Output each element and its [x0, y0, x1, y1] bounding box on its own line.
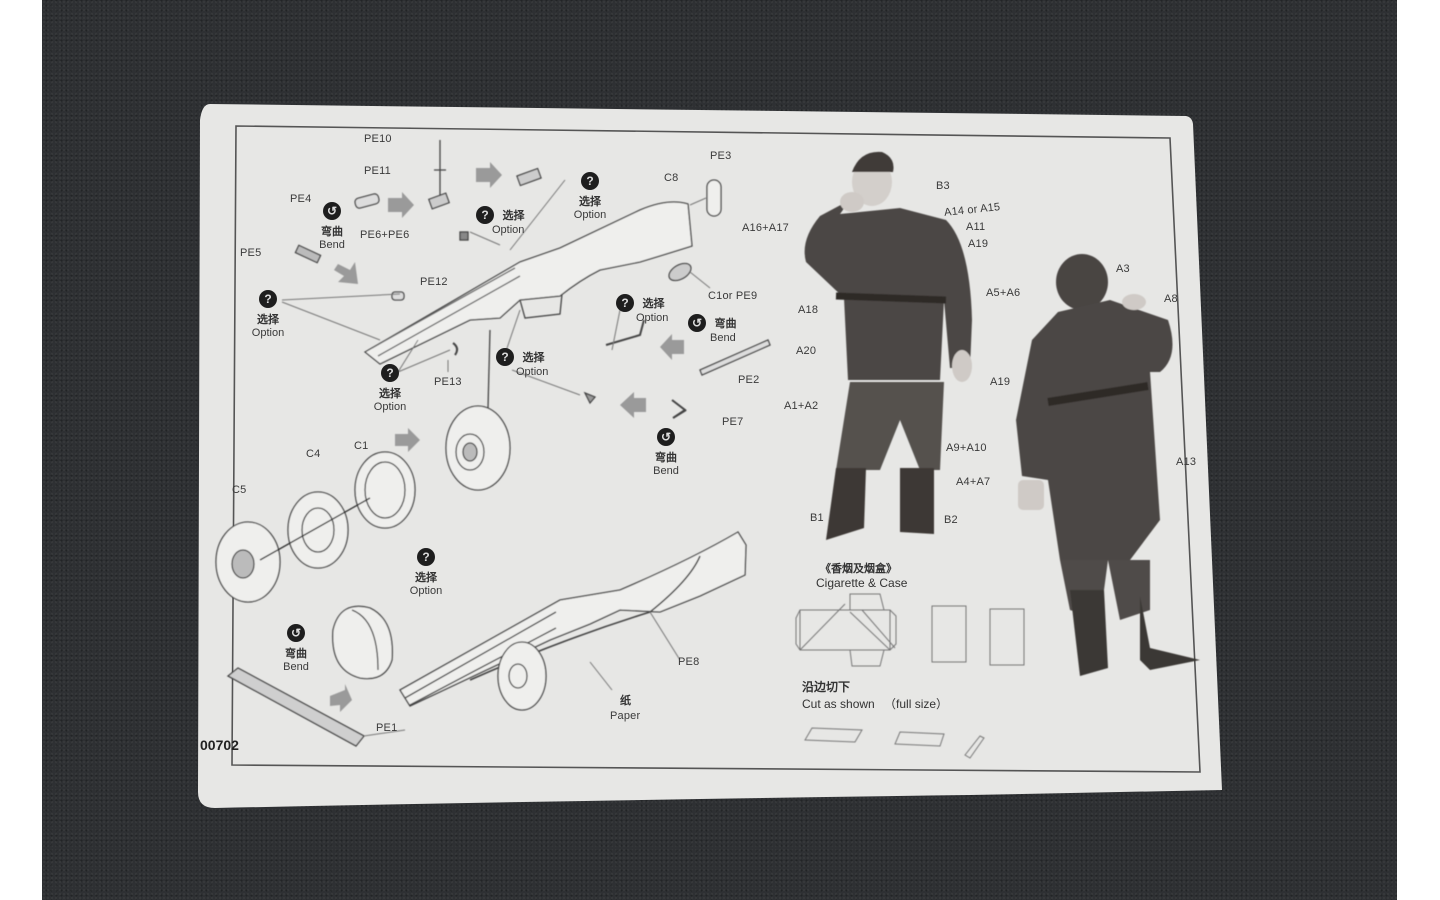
part-label-pe5: PE5 — [240, 247, 262, 259]
cut-instructions: 沿边切下 Cut as shown （full size） — [802, 680, 949, 711]
part-label-pe4: PE4 — [290, 193, 312, 205]
bend-circle-icon: ↺ — [688, 314, 706, 332]
cigarette-case-net — [795, 593, 1025, 759]
question-circle-icon: ? — [616, 294, 634, 312]
part-label-a19-front: A19 — [968, 238, 989, 250]
question-circle-icon: ? — [476, 206, 494, 224]
part-label-pe2: PE2 — [738, 374, 760, 386]
part-label-pe1: PE1 — [376, 722, 398, 734]
bend-badge: ↺ 弯曲 Bend — [319, 202, 345, 251]
part-label-pe7: PE7 — [722, 416, 744, 428]
part-label-paper-cn: 纸 — [620, 695, 632, 707]
option-badge: ? 选择 Option — [476, 204, 536, 236]
part-label-b2: B2 — [944, 514, 958, 526]
question-circle-icon: ? — [381, 364, 399, 382]
part-label-paper: Paper — [610, 710, 641, 722]
question-circle-icon: ? — [496, 348, 514, 366]
part-label-pe11: PE11 — [364, 165, 391, 177]
part-label-pe3: PE3 — [710, 150, 732, 162]
option-badge: ? 选择 Option — [373, 364, 407, 413]
part-label-a8: A8 — [1164, 293, 1178, 305]
part-label-a9-a10: A9+A10 — [946, 442, 987, 454]
part-label-a19-back: A19 — [990, 376, 1011, 388]
soldier-back-figure — [1016, 254, 1200, 676]
part-label-b3: B3 — [936, 180, 950, 192]
rifle-assembled — [399, 531, 747, 707]
bend-badge: ↺ 弯曲 Bend — [283, 624, 309, 673]
option-badge: ? 选择 Option — [251, 290, 285, 339]
part-label-pe12: PE12 — [420, 276, 448, 288]
rifle-exploded — [363, 201, 693, 365]
part-label-a18: A18 — [798, 304, 819, 316]
part-label-c5: C5 — [232, 484, 247, 496]
part-label-b1: B1 — [810, 512, 824, 524]
part-label-a4-a7: A4+A7 — [956, 476, 991, 488]
option-badge: ? 选择 Option — [409, 548, 443, 597]
question-circle-icon: ? — [259, 290, 277, 308]
bend-badge: ↺ 弯曲 Bend — [688, 312, 748, 344]
part-label-a1-a2: A1+A2 — [784, 400, 819, 412]
arrow-right — [388, 192, 414, 218]
part-label-pe10: PE10 — [364, 133, 392, 145]
product-code: 00702 — [200, 737, 239, 753]
bend-badge: ↺ 弯曲 Bend — [653, 428, 679, 477]
part-label-pe8: PE8 — [678, 656, 700, 668]
part-label-pe6: PE6+PE6 — [360, 229, 410, 241]
part-label-c4: C4 — [306, 448, 321, 460]
bend-circle-icon: ↺ — [287, 624, 305, 642]
part-label-a3: A3 — [1116, 263, 1130, 275]
part-label-a16-a17: A16+A17 — [742, 222, 789, 234]
part-label-pe13: PE13 — [434, 376, 462, 388]
part-label-c8: C8 — [664, 172, 679, 184]
option-badge: ? 选择 Option — [496, 346, 566, 378]
question-circle-icon: ? — [581, 172, 599, 190]
cigarette-case-title: 《香烟及烟盒》 Cigarette & Case — [816, 563, 908, 590]
soldier-front-figure — [804, 151, 972, 540]
option-badge: ? 选择 Option — [573, 172, 607, 221]
part-label-a20: A20 — [796, 345, 817, 357]
part-label-a5-a6: A5+A6 — [986, 287, 1021, 299]
part-label-c1: C1 — [354, 440, 369, 452]
bend-circle-icon: ↺ — [323, 202, 341, 220]
option-badge: ? 选择 Option — [616, 292, 686, 324]
part-label-c1-pe9: C1or PE9 — [708, 290, 758, 302]
part-label-a13: A13 — [1176, 456, 1197, 468]
part-label-a11: A11 — [966, 221, 986, 233]
bend-circle-icon: ↺ — [657, 428, 675, 446]
question-circle-icon: ? — [417, 548, 435, 566]
